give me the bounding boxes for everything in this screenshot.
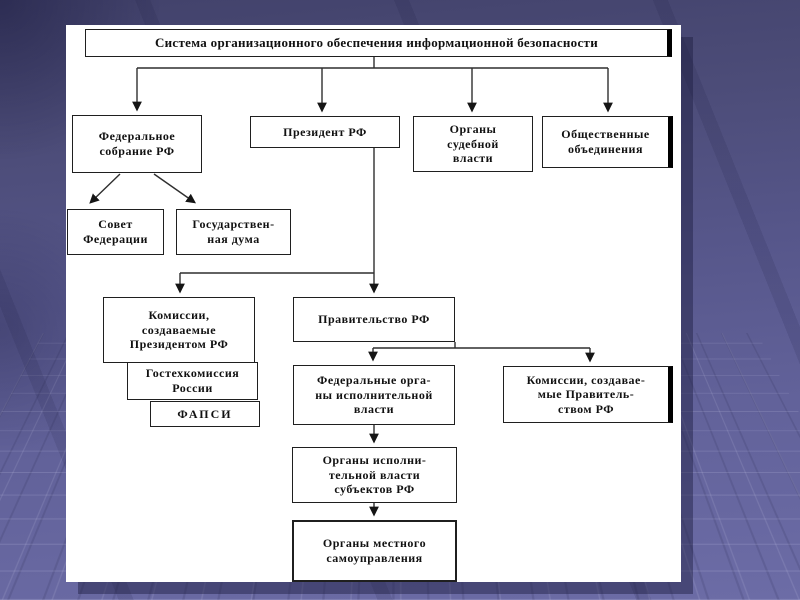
node-public-associations: Общественные объединения bbox=[542, 116, 673, 168]
node-government: Правительство РФ bbox=[293, 297, 455, 342]
diagram-panel: Система организационного обеспечения инф… bbox=[66, 25, 681, 582]
node-federal-executive: Федеральные орга- ны исполнительной влас… bbox=[293, 365, 455, 425]
node-government-commissions: Комиссии, создавае- мые Правитель- ством… bbox=[503, 366, 673, 423]
node-gostekhkomissia: Гостехкомиссия России bbox=[127, 362, 258, 400]
node-regional-executive: Органы исполни- тельной власти субъектов… bbox=[292, 447, 457, 503]
diagram-title: Система организационного обеспечения инф… bbox=[85, 29, 672, 57]
connector-lines bbox=[89, 57, 613, 517]
node-state-duma: Государствен- ная дума bbox=[176, 209, 291, 255]
node-fapsi: ФАПСИ bbox=[150, 401, 260, 427]
node-judicial-authorities: Органы судебной власти bbox=[413, 116, 533, 172]
node-local-government: Органы местного самоуправления bbox=[292, 520, 457, 582]
node-president-commissions: Комиссии, создаваемые Президентом РФ bbox=[103, 297, 255, 363]
node-federation-council: Совет Федерации bbox=[67, 209, 164, 255]
node-president: Президент РФ bbox=[250, 116, 400, 148]
node-federal-assembly: Федеральное собрание РФ bbox=[72, 115, 202, 173]
